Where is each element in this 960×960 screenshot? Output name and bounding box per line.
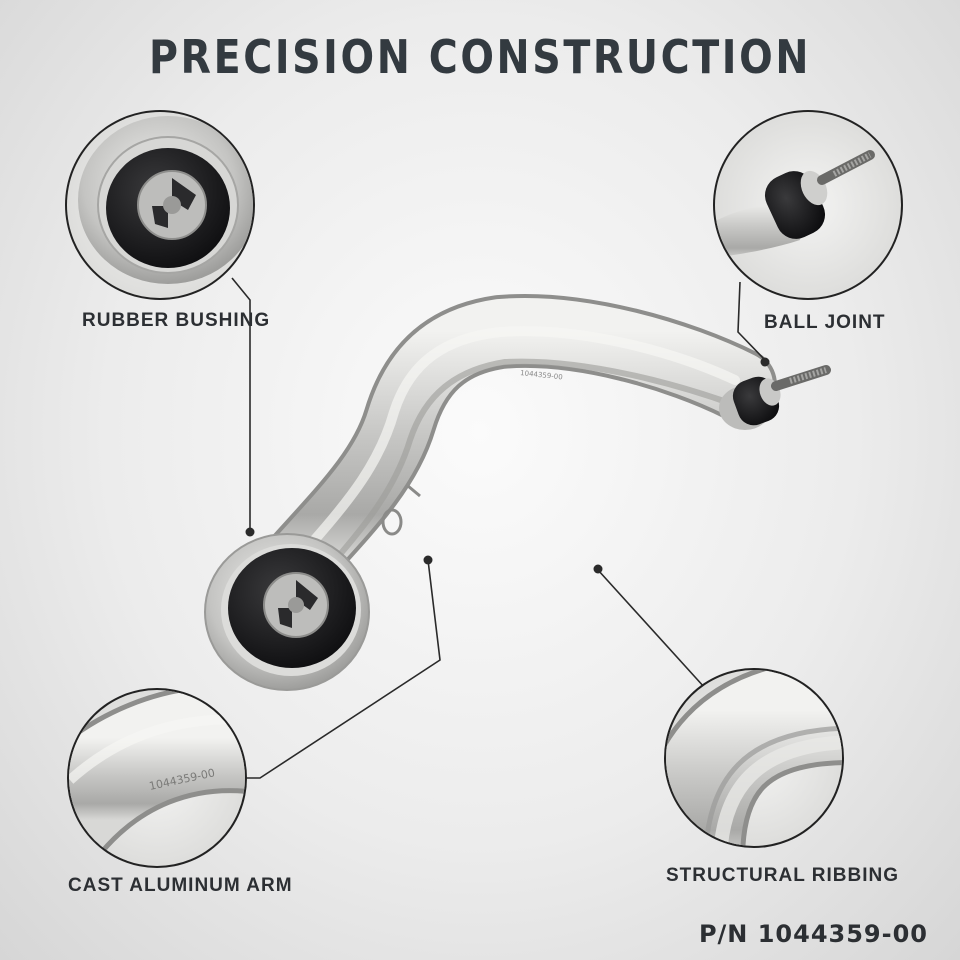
ball-joint-label: BALL JOINT bbox=[764, 312, 886, 333]
arm-marking: 1044359-00 bbox=[520, 369, 563, 381]
cast-aluminum-arm-label: CAST ALUMINUM ARM bbox=[68, 875, 293, 896]
leader-cast-arm bbox=[242, 559, 441, 779]
ball-joint bbox=[719, 365, 831, 430]
part-number: P/N 1044359-00 bbox=[698, 920, 928, 948]
aluminum-arm-icon: 1044359-00 bbox=[67, 688, 247, 868]
ribbing-icon bbox=[664, 668, 844, 848]
leader-dot-cast-arm bbox=[423, 555, 433, 565]
page-title: PRECISION CONSTRUCTION bbox=[148, 30, 812, 84]
leader-lines bbox=[231, 277, 770, 779]
leader-rubber-bushing bbox=[231, 277, 251, 532]
rubber-bushing-icon bbox=[65, 110, 255, 300]
control-arm: 1044359-00 bbox=[204, 294, 831, 691]
leader-ball-joint bbox=[737, 281, 766, 361]
leader-ribbing bbox=[597, 569, 706, 689]
ball-joint-icon bbox=[713, 110, 903, 300]
leader-dot-ribbing bbox=[593, 564, 603, 574]
leader-dot-bushing bbox=[245, 527, 255, 537]
bushing-insert bbox=[263, 572, 329, 638]
structural-ribbing-label: STRUCTURAL RIBBING bbox=[666, 865, 899, 886]
rubber-bushing-label: RUBBER BUSHING bbox=[82, 310, 271, 331]
leader-dot-ball-joint bbox=[760, 357, 770, 367]
